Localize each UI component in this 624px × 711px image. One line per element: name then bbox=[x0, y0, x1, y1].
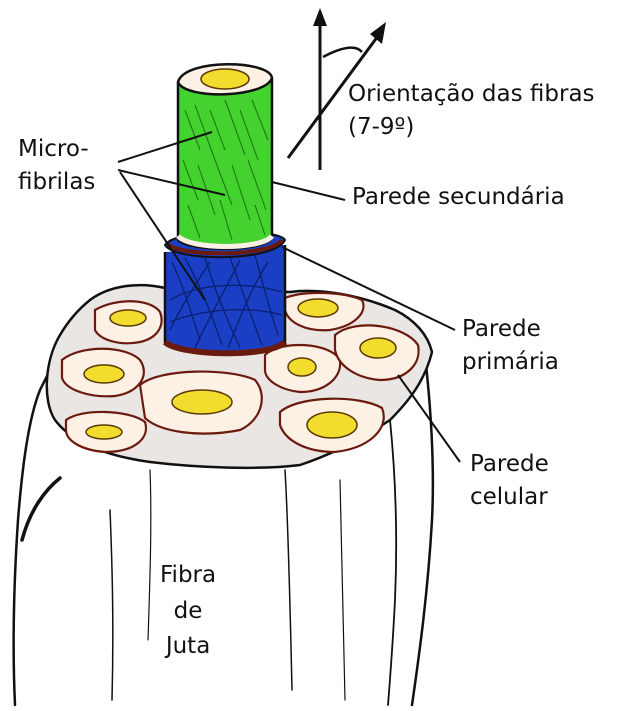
secondary-wall-label-text: Parede secundária bbox=[352, 181, 565, 214]
lumen-center bbox=[201, 69, 249, 89]
leader-secondary bbox=[272, 182, 345, 200]
lumen bbox=[84, 365, 124, 383]
orientation-label: Orientação das fibras (7-9º) bbox=[348, 78, 595, 143]
lumen bbox=[360, 338, 396, 358]
cell-wall-label-line2: celular bbox=[470, 481, 549, 514]
cell-wall-label-line1: Parede bbox=[470, 448, 549, 481]
orientation-label-line1: Orientação das fibras bbox=[348, 78, 595, 111]
secondary-wall-label: Parede secundária bbox=[352, 181, 565, 214]
lumen bbox=[288, 358, 316, 376]
primary-wall-label-line2: primária bbox=[462, 346, 559, 379]
orientation-label-line2: (7-9º) bbox=[348, 111, 595, 144]
jute-fiber-label-line3: Juta bbox=[160, 629, 216, 665]
microfibrils-label-line1: Micro- bbox=[18, 133, 95, 166]
lumen bbox=[86, 425, 122, 439]
jute-fiber-label-line2: de bbox=[160, 594, 216, 630]
lumen bbox=[172, 390, 232, 414]
jute-fiber-label-line1: Fibra bbox=[160, 558, 216, 594]
cell-wall-label: Parede celular bbox=[470, 448, 549, 513]
jute-fiber-label: Fibra de Juta bbox=[160, 558, 216, 665]
primary-wall-label-line1: Parede bbox=[462, 313, 559, 346]
angle-arc bbox=[323, 48, 362, 57]
lumen bbox=[307, 412, 357, 438]
lumen bbox=[110, 310, 146, 326]
lumen bbox=[298, 299, 338, 317]
microfibrils-label: Micro- fibrilas bbox=[18, 133, 95, 198]
primary-wall-label: Parede primária bbox=[462, 313, 559, 378]
microfibrils-label-line2: fibrilas bbox=[18, 166, 95, 199]
secondary-wall bbox=[178, 64, 272, 249]
